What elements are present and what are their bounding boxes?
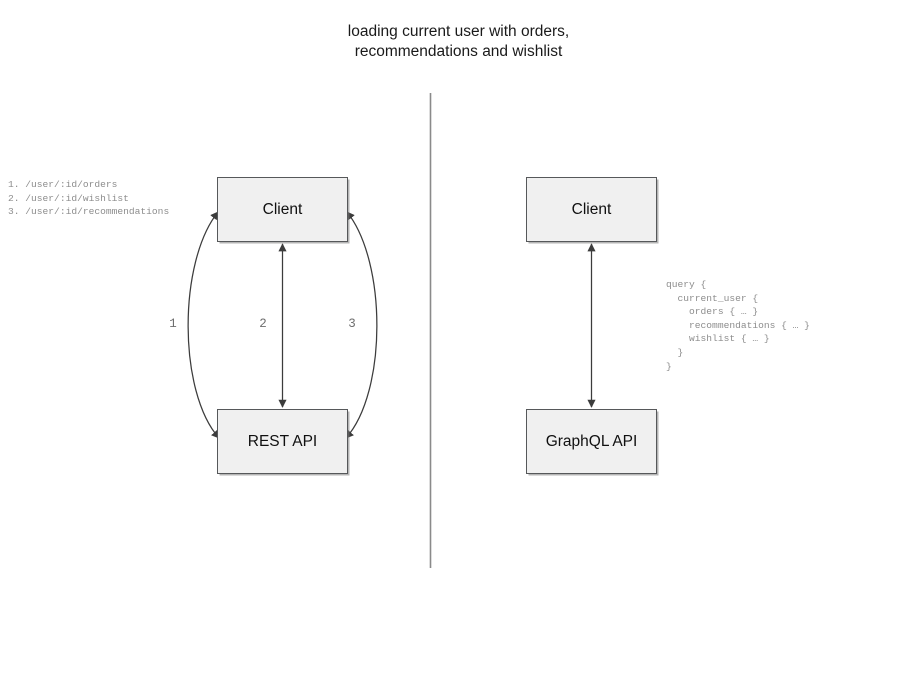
- node-rest-api[interactable]: REST API: [217, 409, 348, 474]
- node-rest-client[interactable]: Client: [217, 177, 348, 242]
- node-graphql-client[interactable]: Client: [526, 177, 657, 242]
- node-graphql-api[interactable]: GraphQL API: [526, 409, 657, 474]
- rest-endpoints-list: 1. /user/:id/orders 2. /user/:id/wishlis…: [8, 179, 170, 218]
- rest-edge-label-1: 1: [169, 317, 177, 331]
- node-graphql-api-label: GraphQL API: [545, 432, 638, 450]
- rest-edge-1: [187, 211, 220, 439]
- node-rest-api-label: REST API: [247, 432, 318, 450]
- graphql-query-block: query { current_user { orders { … } reco…: [666, 279, 810, 372]
- diagram-title-line-2: recommendations and wishlist: [354, 43, 563, 60]
- diagram-title-line-1: loading current user with orders,: [347, 23, 570, 40]
- rest-edge-label-2: 2: [259, 317, 267, 331]
- node-graphql-client-label: Client: [571, 200, 612, 218]
- rest-edge-label-3: 3: [348, 317, 356, 331]
- node-rest-client-label: Client: [262, 200, 303, 218]
- diagram-title: loading current user with orders, recomm…: [0, 22, 917, 62]
